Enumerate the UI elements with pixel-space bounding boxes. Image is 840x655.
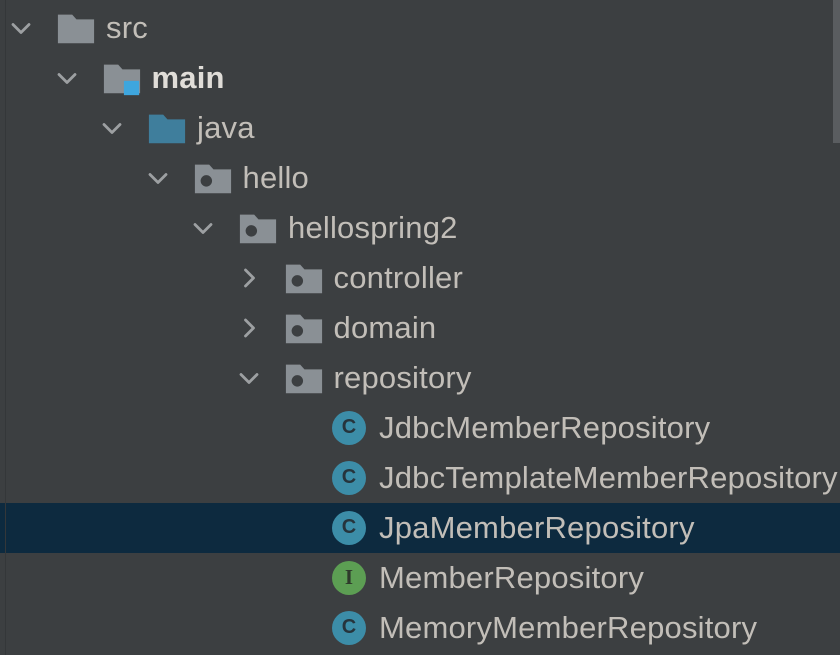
- icon-slot: C: [328, 403, 370, 453]
- package-icon: [285, 314, 322, 344]
- tree-row-controller[interactable]: controller: [0, 253, 840, 303]
- chevron-slot: [281, 453, 328, 503]
- tree-row-repository[interactable]: repository: [0, 353, 840, 403]
- tree-item-label: repository: [333, 360, 472, 395]
- icon-slot: C: [328, 603, 370, 653]
- chevron-down-icon: [148, 173, 167, 184]
- chevron-slot[interactable]: [54, 53, 101, 103]
- tree-item-label: JpaMemberRepository: [379, 510, 695, 545]
- tree-item-label: hellospring2: [288, 210, 458, 245]
- icon-slot: C: [328, 503, 370, 553]
- icon-slot: [192, 153, 234, 203]
- chevron-slot: [281, 403, 328, 453]
- chevron-slot: [281, 603, 328, 653]
- tree-item-label: hello: [242, 160, 309, 195]
- icon-slot: [55, 3, 97, 53]
- chevron-slot[interactable]: [145, 153, 192, 203]
- chevron-down-icon: [239, 373, 258, 384]
- tree-row-jdbctemplatememberrepository[interactable]: C JdbcTemplateMemberRepository: [0, 453, 840, 503]
- tree-row-hello[interactable]: hello: [0, 153, 840, 203]
- icon-slot: I: [328, 553, 370, 603]
- chevron-slot[interactable]: [236, 353, 283, 403]
- icon-slot: [283, 353, 325, 403]
- tree-item-label: src: [106, 10, 148, 45]
- chevron-slot[interactable]: [236, 253, 283, 303]
- chevron-slot: [281, 503, 328, 553]
- chevron-slot: [281, 553, 328, 603]
- chevron-right-icon: [243, 268, 255, 288]
- chevron-slot[interactable]: [99, 103, 146, 153]
- chevron-down-icon: [193, 223, 213, 234]
- icon-slot: [237, 203, 279, 253]
- tree-row-java[interactable]: java: [0, 103, 840, 153]
- tree-row-main[interactable]: main: [0, 53, 840, 103]
- chevron-slot[interactable]: [236, 303, 283, 353]
- tree-row-hellospring2[interactable]: hellospring2: [0, 203, 840, 253]
- scrollbar-thumb[interactable]: [833, 0, 840, 143]
- class-icon: C: [332, 511, 366, 545]
- chevron-slot[interactable]: [190, 203, 237, 253]
- icon-slot: [283, 303, 325, 353]
- package-icon: [239, 214, 277, 244]
- tree-item-label: JdbcTemplateMemberRepository: [379, 460, 838, 495]
- tree-row-jdbcmemberrepository[interactable]: C JdbcMemberRepository: [0, 403, 840, 453]
- tree-row-memberrepository[interactable]: I MemberRepository: [0, 553, 840, 603]
- class-icon: C: [332, 411, 366, 445]
- chevron-right-icon: [243, 318, 255, 338]
- sources-root-folder-icon: [103, 64, 140, 96]
- interface-icon: I: [332, 561, 366, 595]
- tree-item-label: MemoryMemberRepository: [379, 610, 758, 645]
- left-edge-line: [5, 0, 6, 655]
- icon-slot: C: [328, 453, 370, 503]
- tree-row-memorymemberrepository[interactable]: C MemoryMemberRepository: [0, 603, 840, 653]
- tree-row-domain[interactable]: domain: [0, 303, 840, 353]
- tree-item-label: java: [197, 110, 255, 145]
- class-icon: C: [332, 611, 366, 645]
- package-icon: [285, 364, 322, 394]
- tree-item-label: main: [151, 60, 225, 95]
- chevron-down-icon: [57, 73, 76, 84]
- folder-icon: [57, 14, 95, 44]
- class-icon: C: [332, 461, 366, 495]
- tree-row-jpamemberrepository[interactable]: C JpaMemberRepository: [0, 503, 840, 553]
- icon-slot: [101, 53, 143, 103]
- chevron-down-icon: [102, 123, 122, 134]
- tree-item-label: domain: [333, 310, 437, 345]
- tree-row-src[interactable]: src: [0, 3, 840, 53]
- chevron-down-icon: [11, 23, 31, 34]
- package-icon: [285, 264, 322, 294]
- java-folder-icon: [148, 114, 186, 144]
- icon-slot: [283, 253, 325, 303]
- tree-item-label: MemberRepository: [379, 560, 645, 595]
- package-icon: [194, 164, 231, 194]
- tree-item-label: JdbcMemberRepository: [379, 410, 711, 445]
- chevron-slot[interactable]: [8, 3, 55, 53]
- icon-slot: [146, 103, 188, 153]
- tree-item-label: controller: [333, 260, 463, 295]
